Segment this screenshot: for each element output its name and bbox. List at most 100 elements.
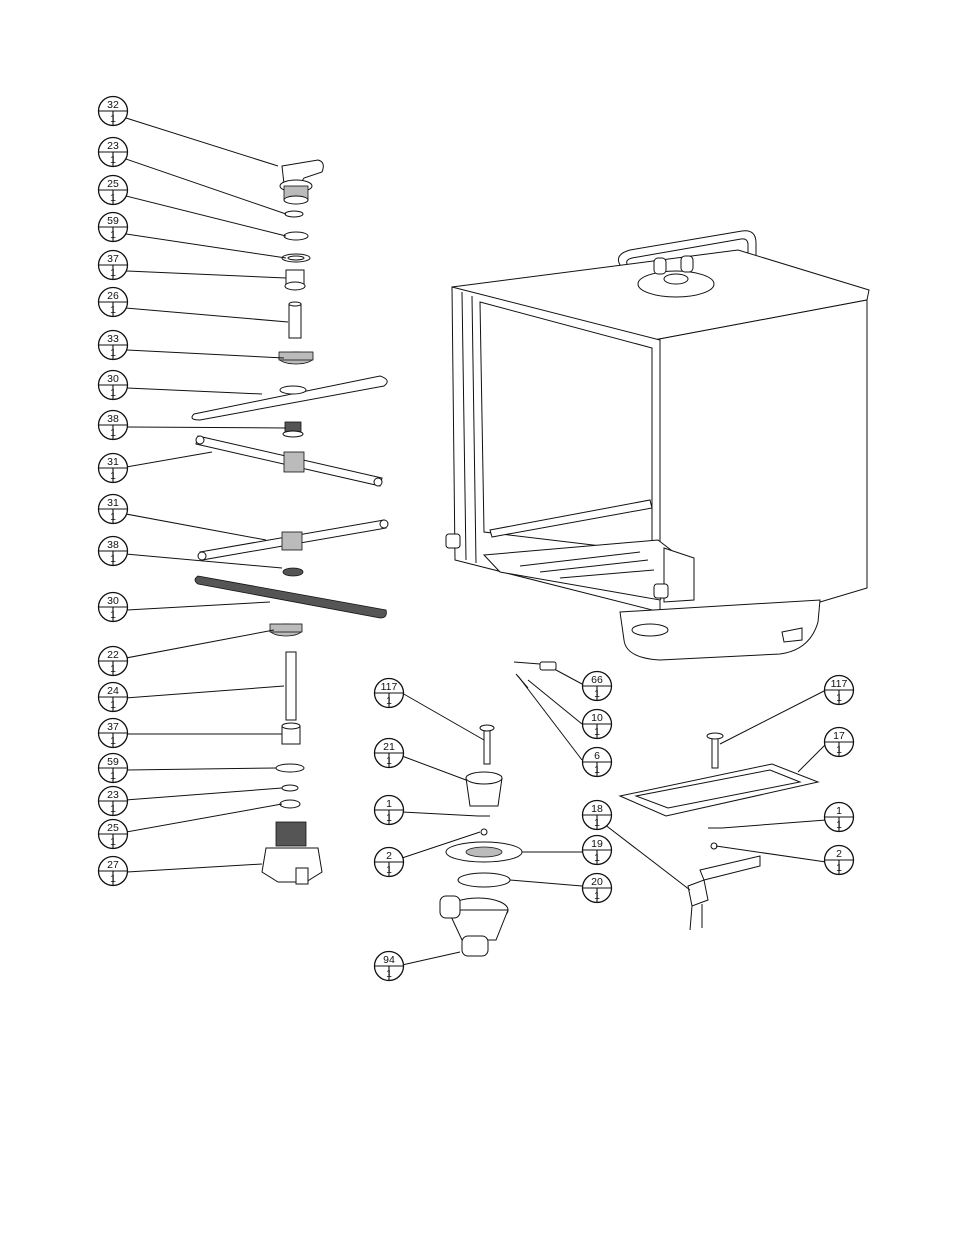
callout-31: 31 1 [97,493,129,525]
callout-qty: 1 [110,836,116,848]
callout-qty: 1 [110,803,116,815]
callout-number: 59 [107,756,119,768]
callout-qty: 1 [386,812,392,824]
callout-27: 27 1 [97,855,129,887]
callout-10: 10 1 [581,708,613,740]
callout-18: 18 1 [581,799,613,831]
callout-2: 2 1 [373,846,405,878]
callout-qty: 1 [110,113,116,125]
callout-number: 38 [107,539,119,551]
callout-qty: 1 [110,229,116,241]
callout-qty: 1 [110,192,116,204]
callout-qty: 1 [386,695,392,707]
callout-30: 30 1 [97,369,129,401]
callout-17: 17 1 [823,726,855,758]
callout-qty: 1 [110,873,116,885]
drain-assembly [439,661,557,957]
wash-arm-assembly [191,159,389,885]
callout-qty: 1 [110,387,116,399]
callout-qty: 1 [110,663,116,675]
callout-38: 38 1 [97,535,129,567]
callout-number: 17 [833,730,845,742]
callout-number: 19 [591,838,603,850]
callout-qty: 1 [594,688,600,700]
callout-number: 27 [107,859,119,871]
callout-number: 23 [107,140,119,152]
callout-number: 31 [107,497,119,509]
callout-20: 20 1 [581,872,613,904]
callout-22: 22 1 [97,645,129,677]
callout-number: 2 [836,848,842,860]
callout-59: 59 1 [97,211,129,243]
callout-qty: 1 [386,864,392,876]
callout-number: 117 [381,681,398,693]
callout-1: 1 1 [373,794,405,826]
callout-qty: 1 [836,692,842,704]
callout-number: 33 [107,333,119,345]
callout-2: 2 1 [823,844,855,876]
callout-24: 24 1 [97,681,129,713]
callout-number: 30 [107,373,119,385]
callout-number: 2 [386,850,392,862]
callout-number: 24 [107,685,119,697]
callout-number: 30 [107,595,119,607]
callout-qty: 1 [110,267,116,279]
callout-6: 6 1 [581,746,613,778]
callout-number: 22 [107,649,119,661]
callout-25: 25 1 [97,174,129,206]
leader-lines [125,117,827,966]
callout-number: 32 [107,99,119,111]
callout-qty: 1 [110,609,116,621]
callout-qty: 1 [386,755,392,767]
callout-26: 26 1 [97,286,129,318]
callout-number: 26 [107,290,119,302]
callout-38: 38 1 [97,409,129,441]
callout-94: 94 1 [373,950,405,982]
callout-qty: 1 [110,699,116,711]
callout-number: 37 [107,253,119,265]
callout-qty: 1 [836,819,842,831]
callout-qty: 1 [110,470,116,482]
callout-number: 21 [383,741,395,753]
callout-number: 66 [591,674,603,686]
callout-qty: 1 [836,744,842,756]
callout-qty: 1 [594,726,600,738]
callout-qty: 1 [110,347,116,359]
callout-number: 37 [107,721,119,733]
callout-qty: 1 [386,968,392,980]
callout-31: 31 1 [97,452,129,484]
callout-qty: 1 [110,770,116,782]
callout-21: 21 1 [373,737,405,769]
callout-qty: 1 [110,553,116,565]
callout-117: 117 1 [823,674,855,706]
callout-25: 25 1 [97,818,129,850]
callout-qty: 1 [110,427,116,439]
callout-23: 23 1 [97,785,129,817]
callout-19: 19 1 [581,834,613,866]
callout-number: 25 [107,822,119,834]
callout-qty: 1 [110,304,116,316]
callout-32: 32 1 [97,95,129,127]
callout-37: 37 1 [97,717,129,749]
callout-66: 66 1 [581,670,613,702]
tub-assembly [445,230,870,661]
callout-number: 6 [594,750,600,762]
callout-30: 30 1 [97,591,129,623]
callout-qty: 1 [836,862,842,874]
callout-number: 94 [383,954,395,966]
callout-qty: 1 [594,817,600,829]
callout-qty: 1 [594,852,600,864]
callout-number: 1 [836,805,842,817]
callout-number: 18 [591,803,603,815]
callout-37: 37 1 [97,249,129,281]
callout-qty: 1 [594,890,600,902]
callout-number: 20 [591,876,603,888]
callout-qty: 1 [594,764,600,776]
callout-33: 33 1 [97,329,129,361]
callout-qty: 1 [110,511,116,523]
callout-number: 10 [591,712,603,724]
callout-117: 117 1 [373,677,405,709]
callout-qty: 1 [110,154,116,166]
callout-number: 59 [107,215,119,227]
